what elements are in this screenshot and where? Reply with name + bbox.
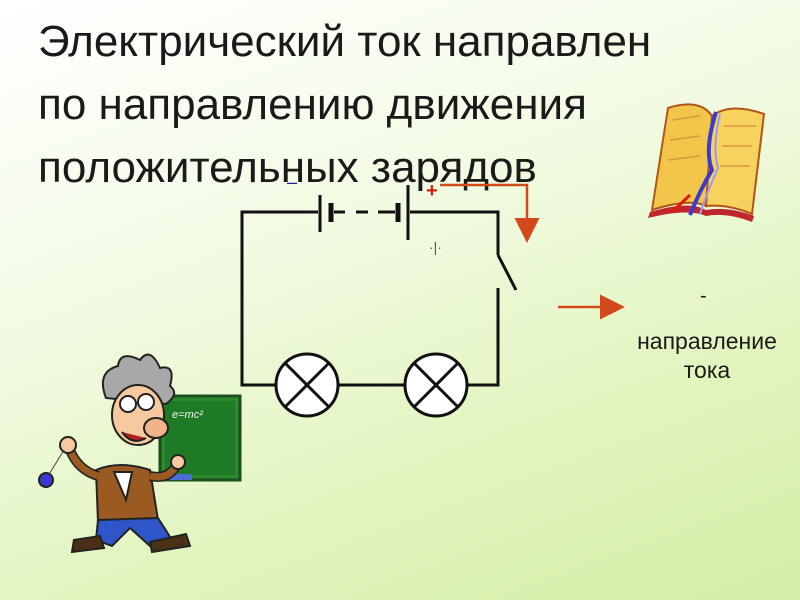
minus-label: – bbox=[287, 172, 297, 192]
wire-right-bottom bbox=[468, 288, 500, 387]
title-line-2: по направлению движения bbox=[38, 80, 587, 129]
wire-top-left bbox=[240, 210, 318, 387]
electric-circuit bbox=[240, 185, 518, 418]
legend-dash: - bbox=[700, 285, 707, 307]
switch-blade[interactable] bbox=[496, 254, 518, 291]
slide-title: Электрический ток направлен по направлен… bbox=[38, 10, 738, 199]
legend-line-1: направление bbox=[637, 328, 777, 354]
plus-label: + bbox=[426, 180, 438, 202]
lamp-1 bbox=[274, 352, 340, 418]
current-arrow-circuit bbox=[440, 183, 540, 243]
legend-line-2: тока bbox=[683, 357, 731, 383]
wire-top-right bbox=[410, 210, 500, 255]
board-formula: e=mc² bbox=[172, 409, 203, 421]
lamp-2 bbox=[403, 352, 469, 418]
title-line-1: Электрический ток направлен bbox=[38, 17, 652, 66]
current-direction-legend: направление тока bbox=[614, 327, 800, 385]
book-icon bbox=[648, 103, 766, 222]
professor-illustration bbox=[38, 353, 192, 554]
battery-mark: ·|· bbox=[429, 239, 442, 255]
